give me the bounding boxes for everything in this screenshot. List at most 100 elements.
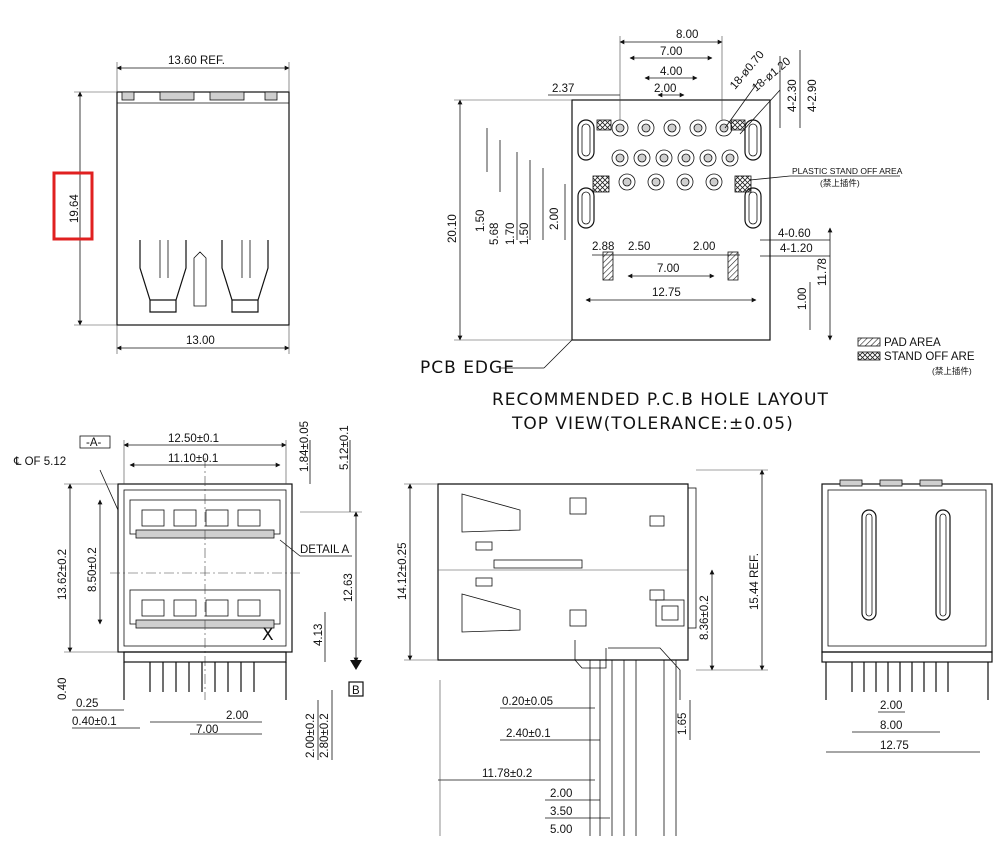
port-contact <box>205 509 229 527</box>
pin-hole <box>615 153 625 163</box>
pin-hole <box>709 177 719 187</box>
front-pins <box>123 662 287 700</box>
dim-2-00-front: 2.00 <box>226 710 248 722</box>
datum-b-label: B <box>352 685 360 697</box>
port-contact <box>205 599 229 617</box>
dim-5-00-side: 5.00 <box>550 824 572 836</box>
layout-title: RECOMMENDED P.C.B HOLE LAYOUT <box>492 390 829 410</box>
pin-hole <box>622 177 632 187</box>
dim-20-10: 20.10 <box>447 214 459 243</box>
dim-4-0-60: 4-0.60 <box>778 228 811 240</box>
pin-hole-pad <box>721 149 739 167</box>
pin-hole-pad <box>689 119 707 137</box>
pin-hole-pad <box>647 173 665 191</box>
dim-0-40-tol: 0.40±0.1 <box>72 716 117 728</box>
port-contact <box>173 599 197 617</box>
dim-12-50: 12.50±0.1 <box>168 433 219 445</box>
dim-8-50: 8.50±0.2 <box>87 547 99 592</box>
dim-8-00: 8.00 <box>676 29 698 41</box>
legend-pad-area: PAD AREA <box>884 337 941 349</box>
pin-hole <box>615 123 625 133</box>
dim-2-80-tol: 2.80±0.2 <box>319 713 331 758</box>
pcb-edge-label: PCB EDGE <box>420 358 515 378</box>
dim-4-2-30: 4-2.30 <box>787 79 799 112</box>
dim-12-75-rear: 12.75 <box>880 740 909 752</box>
pin-hole <box>681 153 691 163</box>
pcb-hole-layout <box>454 36 900 369</box>
dim-2-00-tol: 2.00±0.2 <box>305 713 317 758</box>
pin-hole-pad <box>618 173 636 191</box>
centerline-label: ℄ OF 5.12 <box>13 456 66 468</box>
rear-pins <box>825 662 989 700</box>
legend-stand-off-area: STAND OFF ARE <box>884 351 975 363</box>
pin-hole <box>725 153 735 163</box>
pin-hole-pad <box>699 149 717 167</box>
port-contact <box>173 509 197 527</box>
legend-stand-off-note: (禁上插件) <box>932 366 972 376</box>
front-view <box>64 435 364 760</box>
pin-hole-pad <box>611 149 629 167</box>
dim-19-64: 19.64 <box>69 194 81 223</box>
mark-x: X <box>262 625 275 645</box>
pin-hole-pad <box>715 119 733 137</box>
dim-2-00-mid: 2.00 <box>693 241 715 253</box>
dim-2-00-side: 2.00 <box>550 788 572 800</box>
dim-15-44-ref: 15.44 REF. <box>749 553 761 610</box>
dim-2-50: 2.50 <box>628 241 650 253</box>
pin-hole <box>703 153 713 163</box>
pin-hole <box>680 177 690 187</box>
pin-hole-pad <box>677 149 695 167</box>
dim-0-20: 0.20±0.05 <box>502 696 553 708</box>
dim-2-00-top: 2.00 <box>654 83 676 95</box>
plastic-stand-off-label: PLASTIC STAND OFF AREA <box>792 166 903 176</box>
dim-2-88: 2.88 <box>592 241 614 253</box>
pin-holes <box>611 119 739 191</box>
pin-hole-pad <box>637 119 655 137</box>
dim-1-50-b: 1.50 <box>519 223 531 245</box>
dim-0-40: 0.40 <box>57 678 69 700</box>
pin-hole <box>641 123 651 133</box>
dim-8-00-rear: 8.00 <box>880 720 902 732</box>
dim-8-36: 8.36±0.2 <box>699 595 711 640</box>
dim-2-00-rear: 2.00 <box>880 700 902 712</box>
dim-4-13: 4.13 <box>313 624 325 646</box>
dim-7-00-top: 7.00 <box>660 46 682 58</box>
layout-subtitle: TOP VIEW(TOLERANCE:±0.05) <box>511 414 794 434</box>
port-contact <box>237 599 261 617</box>
dim-11-78: 11.78 <box>817 258 829 286</box>
pin-hole-pad <box>633 149 651 167</box>
dim-2-37: 2.37 <box>552 83 574 95</box>
dim-14-12: 14.12±0.25 <box>397 543 409 600</box>
dim-5-68: 5.68 <box>489 223 501 245</box>
dim-1-70: 1.70 <box>505 223 517 245</box>
dim-1-84: 1.84±0.05 <box>299 421 311 472</box>
dim-13-00: 13.00 <box>186 335 215 347</box>
dim-12-75: 12.75 <box>652 287 681 299</box>
dim-4-2-90: 4-2.90 <box>807 79 819 112</box>
pin-hole-pad <box>705 173 723 191</box>
datum-a-label: -A- <box>86 437 102 449</box>
dim-11-78-tol: 11.78±0.2 <box>482 768 532 780</box>
dim-12-63: 12.63 <box>343 573 355 602</box>
port-contact <box>237 509 261 527</box>
dim-11-10: 11.10±0.1 <box>168 453 218 465</box>
dim-3-50-side: 3.50 <box>550 806 572 818</box>
pin-hole-pad <box>663 119 681 137</box>
dim-1-50-a: 1.50 <box>475 210 487 232</box>
dim-13-62: 13.62±0.2 <box>57 549 69 600</box>
dim-0-25: 0.25 <box>76 698 98 710</box>
dim-13-60-ref: 13.60 REF. <box>168 55 225 67</box>
dim-7-00-bottom: 7.00 <box>657 263 679 275</box>
dim-7-00-front: 7.00 <box>196 724 218 736</box>
dim-2-40: 2.40±0.1 <box>506 728 551 740</box>
dim-4-1-20: 4-1.20 <box>780 243 813 255</box>
side-pins <box>589 660 677 836</box>
dim-5-12: 5.12±0.1 <box>339 425 351 470</box>
dim-4-00: 4.00 <box>660 66 682 78</box>
pin-hole <box>693 123 703 133</box>
pin-hole <box>637 153 647 163</box>
pin-hole-pad <box>655 149 673 167</box>
pin-hole <box>659 153 669 163</box>
